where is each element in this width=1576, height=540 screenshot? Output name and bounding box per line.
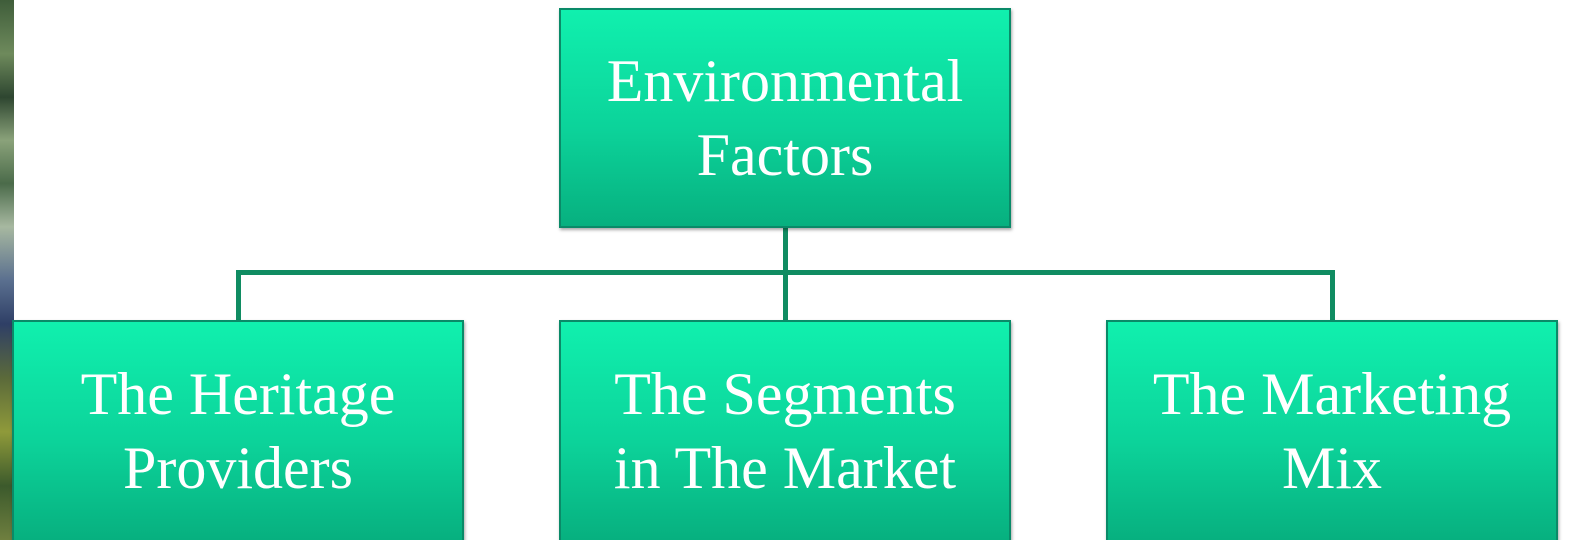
connector-root-stem — [783, 226, 788, 274]
node-heritage-providers: The Heritage Providers — [12, 320, 464, 540]
node-label-line-2: Mix — [1281, 435, 1383, 501]
node-label-line-1: The Heritage — [80, 361, 396, 427]
node-label-line-1: Environmental — [606, 48, 964, 114]
background-photo-edge — [0, 0, 14, 540]
connector-left-drop — [236, 270, 241, 322]
connector-middle-drop — [783, 270, 788, 322]
node-segments-in-market: The Segments in The Market — [559, 320, 1011, 540]
node-label-line-2: Providers — [123, 435, 353, 501]
node-label-line-1: The Marketing — [1152, 361, 1512, 427]
connector-right-drop — [1330, 270, 1335, 322]
node-label-line-2: Factors — [696, 122, 874, 188]
node-environmental-factors: Environmental Factors — [559, 8, 1011, 228]
node-label-line-1: The Segments — [614, 361, 956, 427]
node-label-line-2: in The Market — [613, 435, 957, 501]
node-marketing-mix: The Marketing Mix — [1106, 320, 1558, 540]
